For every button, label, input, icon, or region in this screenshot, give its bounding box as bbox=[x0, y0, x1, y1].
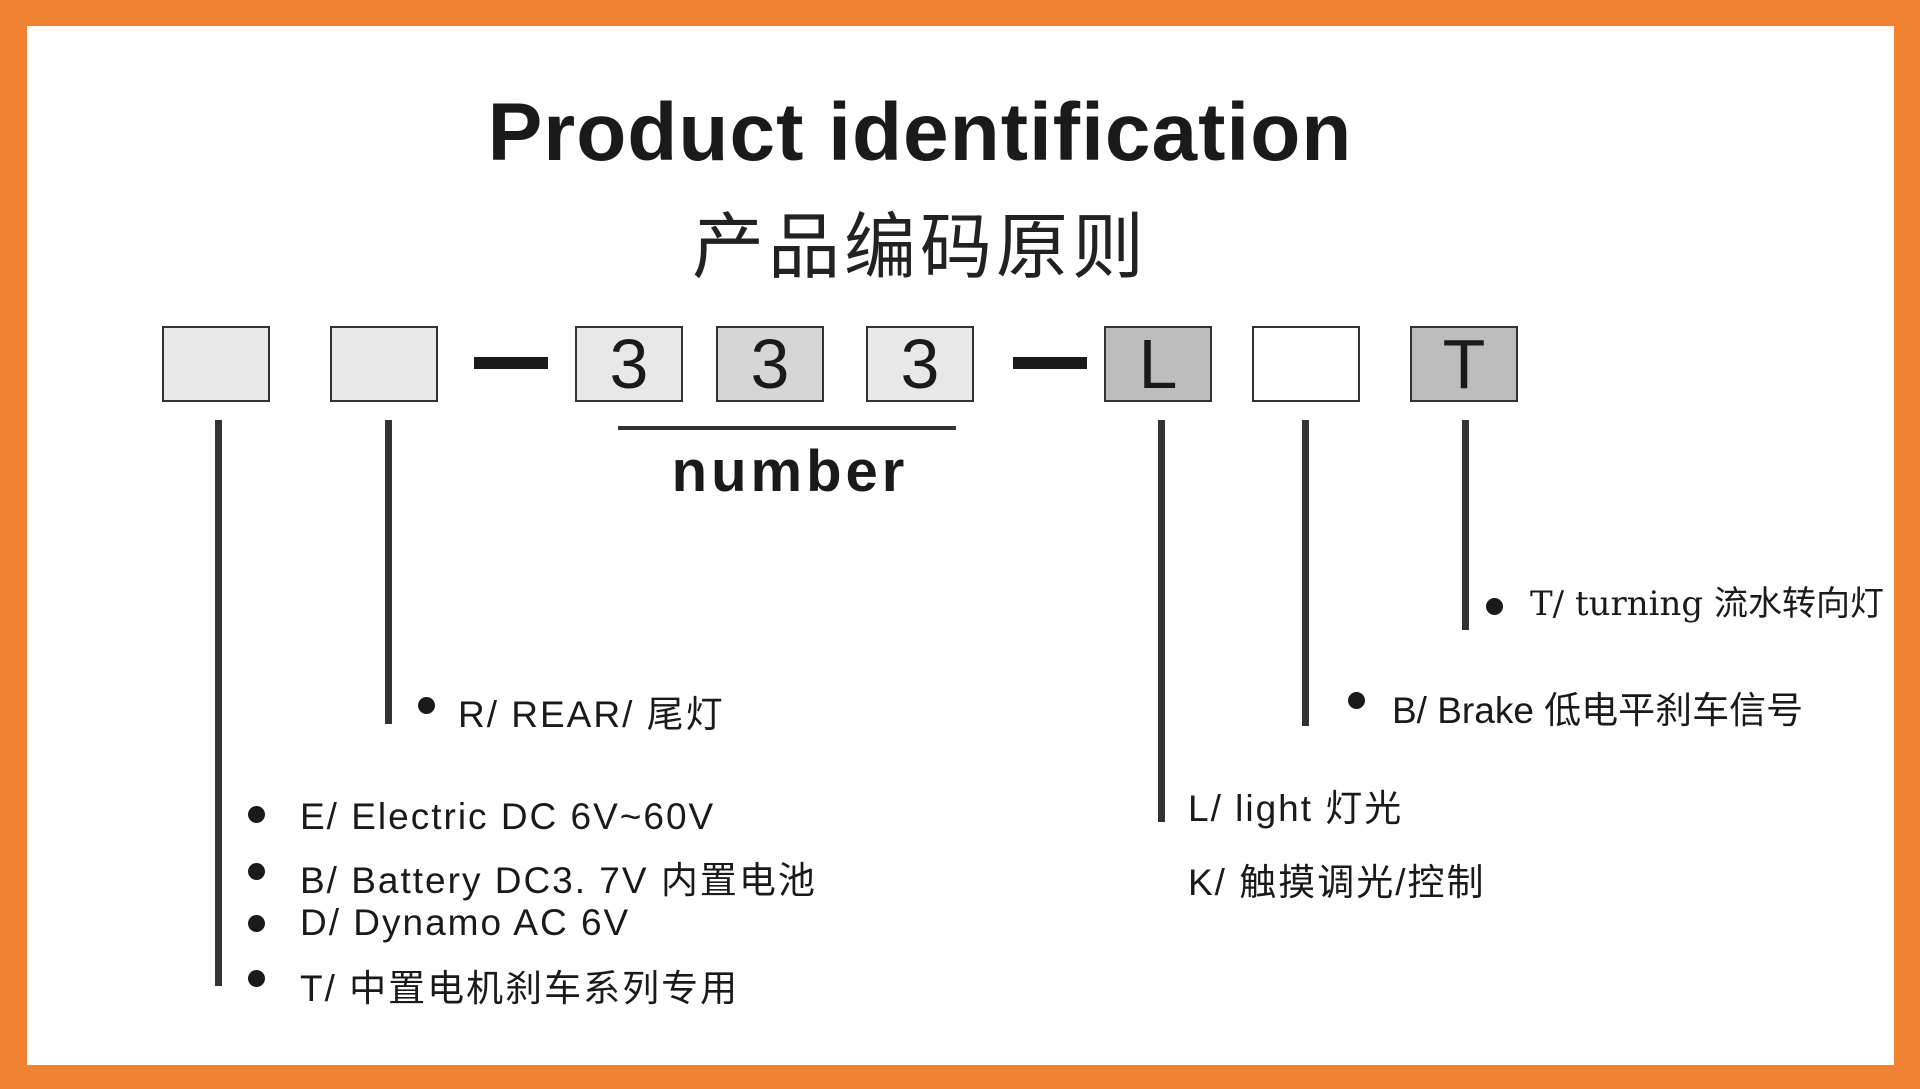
connector-line-2 bbox=[385, 420, 392, 724]
bullet-dot bbox=[1348, 692, 1365, 709]
option-touch-dimming: K/ 触摸调光/控制 bbox=[1188, 862, 1486, 903]
page-title: Product identification bbox=[487, 87, 1353, 178]
option-battery: B/ Battery DC3. 7V 内置电池 bbox=[300, 860, 817, 901]
connector-line-L bbox=[1158, 420, 1165, 822]
code-box-8: T bbox=[1410, 326, 1518, 402]
bullet-dot bbox=[248, 863, 265, 880]
code-box-4: 3 bbox=[716, 326, 824, 402]
code-box-7 bbox=[1252, 326, 1360, 402]
bullet-dot bbox=[248, 915, 265, 932]
code-box-3: 3 bbox=[575, 326, 683, 402]
code-box-1 bbox=[162, 326, 270, 402]
connector-line-T bbox=[1462, 420, 1469, 630]
page-subtitle: 产品编码原则 bbox=[691, 205, 1148, 289]
option-rear: R/ REAR/ 尾灯 bbox=[458, 694, 725, 735]
bullet-dot bbox=[418, 697, 435, 714]
code-box-5: 3 bbox=[866, 326, 974, 402]
separator-dash-1 bbox=[474, 357, 548, 369]
separator-dash-2 bbox=[1013, 357, 1087, 369]
bullet-dot bbox=[1486, 598, 1503, 615]
number-label: number bbox=[671, 439, 909, 504]
bullet-dot bbox=[248, 806, 265, 823]
connector-line-blank bbox=[1302, 420, 1309, 726]
option-turning: T/ turning 流水转向灯 bbox=[1530, 584, 1884, 624]
code-box-2 bbox=[330, 326, 438, 402]
option-light: L/ light 灯光 bbox=[1188, 788, 1404, 829]
bullet-dot bbox=[248, 970, 265, 987]
option-dynamo: D/ Dynamo AC 6V bbox=[300, 902, 631, 943]
connector-line-1 bbox=[215, 420, 222, 986]
option-electric: E/ Electric DC 6V~60V bbox=[300, 796, 716, 837]
option-brake: B/ Brake 低电平刹车信号 bbox=[1392, 690, 1804, 731]
number-underline bbox=[618, 426, 956, 430]
code-box-6: L bbox=[1104, 326, 1212, 402]
option-mid-motor: T/ 中置电机刹车系列专用 bbox=[300, 968, 740, 1009]
